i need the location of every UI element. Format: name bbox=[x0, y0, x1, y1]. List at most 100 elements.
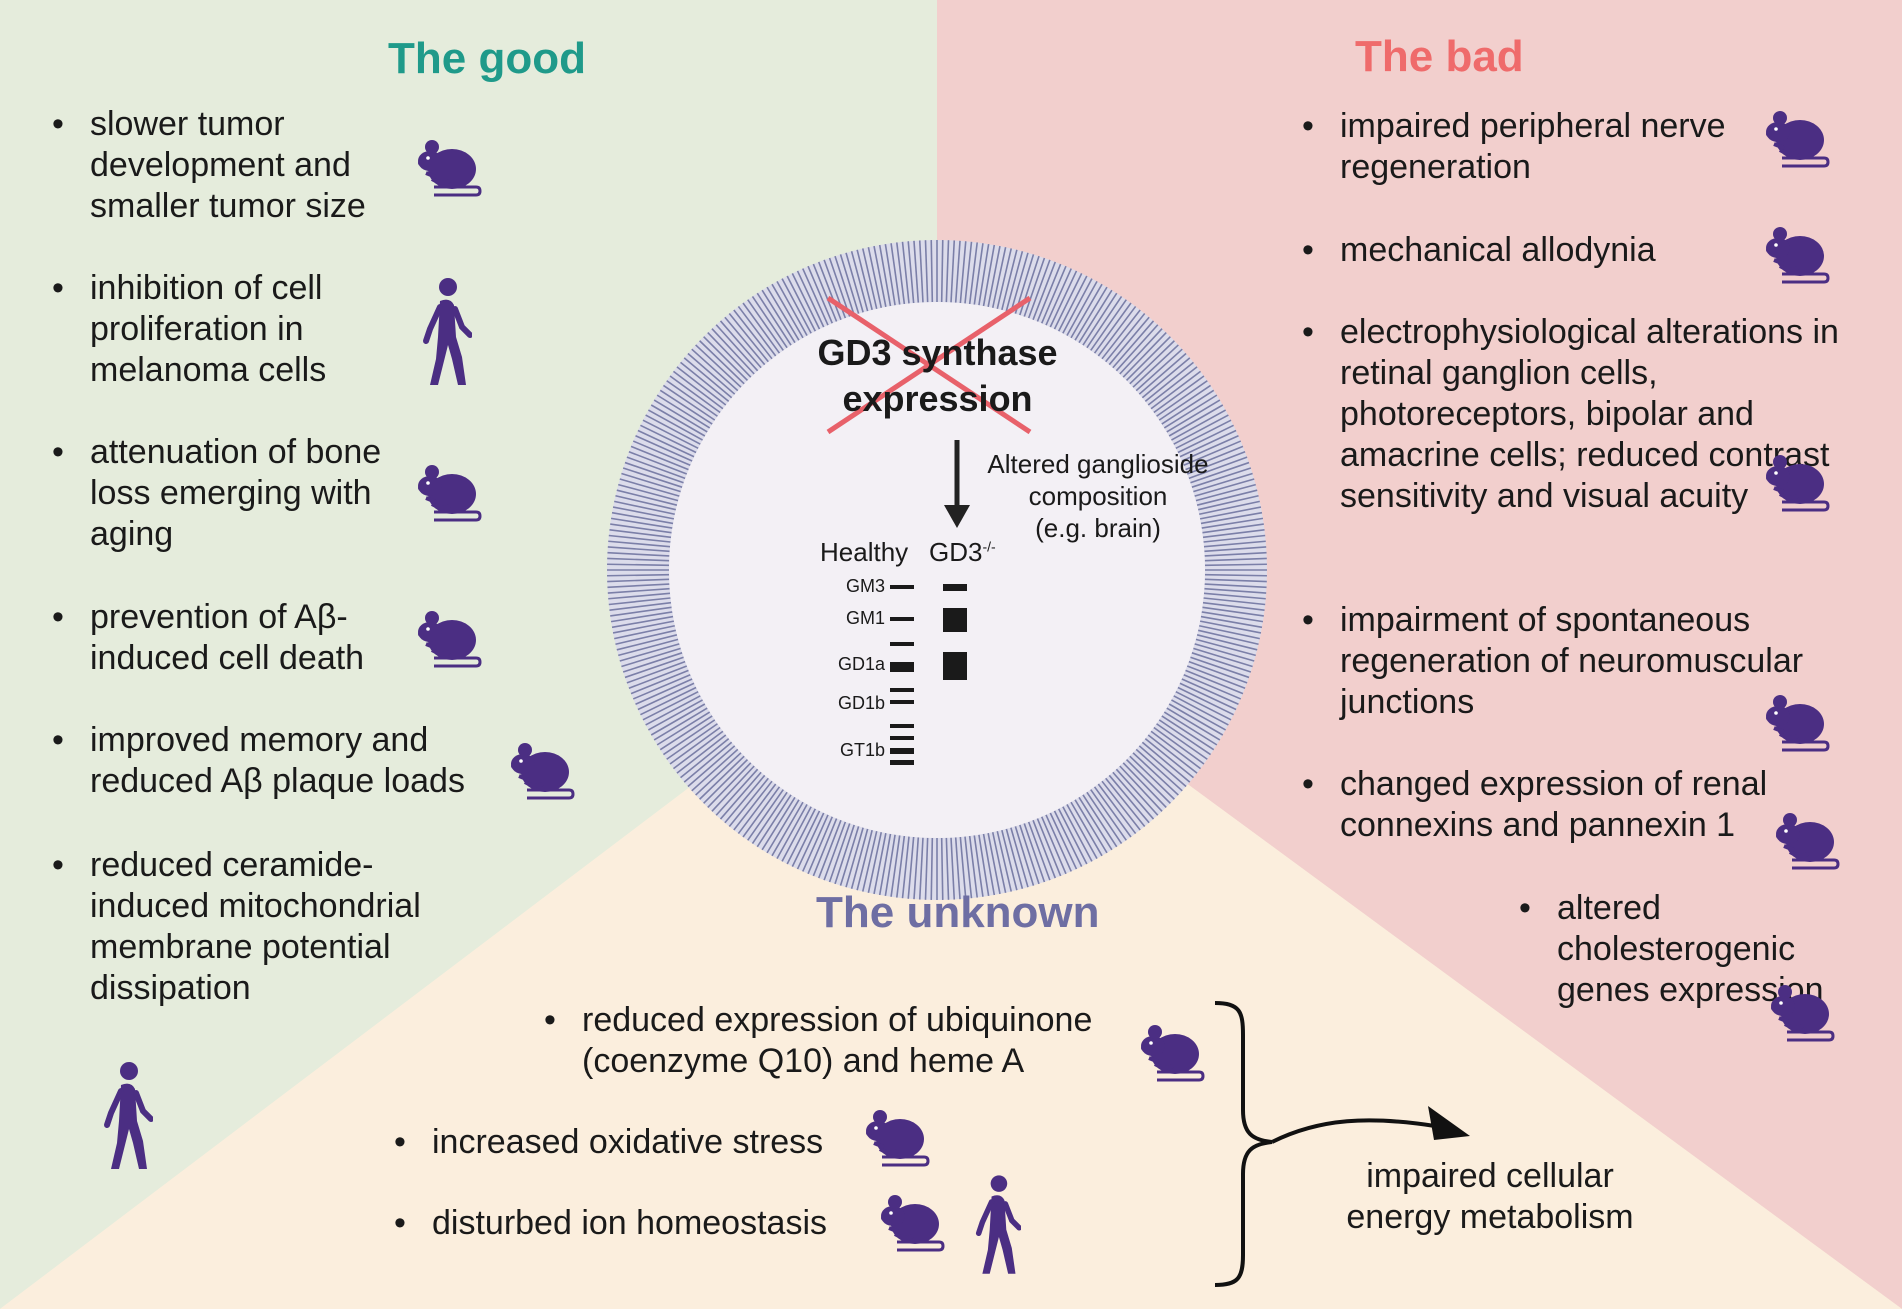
ring-hatch-line bbox=[1183, 440, 1242, 467]
ring-hatch-line bbox=[761, 289, 796, 344]
ring-hatch-line bbox=[715, 768, 759, 816]
ring-hatch-line bbox=[751, 295, 788, 349]
band-label-gd1a: GD1a bbox=[837, 654, 885, 674]
cross-line-2 bbox=[826, 295, 1032, 435]
ring-hatch-line bbox=[791, 273, 821, 330]
ring-hatch-line bbox=[703, 758, 749, 804]
band-label-gt1b: GT1b bbox=[839, 740, 885, 760]
lane-ko-text: GD3 bbox=[929, 537, 983, 567]
ring-hatch-line bbox=[1188, 660, 1248, 684]
ring-hatch-line bbox=[954, 240, 961, 303]
mouse-icon bbox=[505, 738, 575, 808]
bad-sector bbox=[937, 0, 1902, 1309]
ring-hatch-line bbox=[676, 734, 727, 774]
ring-hatch-line bbox=[1168, 404, 1224, 437]
ring-hatch-line bbox=[669, 375, 721, 414]
unknown-outcome: impaired cellular energy metabolism bbox=[1346, 1157, 1634, 1236]
ring-hatch-line bbox=[1097, 305, 1137, 357]
ring-hatch-line bbox=[978, 243, 990, 306]
ring-hatch-line bbox=[1132, 344, 1179, 388]
ring-hatch-line bbox=[766, 799, 800, 854]
ring-hatch-line bbox=[1010, 252, 1029, 313]
ring-hatch-line bbox=[834, 255, 855, 316]
ring-hatch-line bbox=[1057, 808, 1088, 865]
ring-hatch-line bbox=[802, 268, 829, 326]
arrow-text-line1: Altered ganglioside bbox=[987, 449, 1209, 479]
ring-hatch-line bbox=[839, 826, 860, 886]
band-label-gd1b: GD1b bbox=[837, 693, 885, 713]
ring-hatch-line bbox=[918, 240, 924, 303]
ring-hatch-line bbox=[1191, 652, 1252, 673]
ring-hatch-line bbox=[635, 435, 693, 462]
ring-hatch-line bbox=[1175, 419, 1232, 450]
ring-hatch-line bbox=[1129, 340, 1175, 385]
ring-hatch-line bbox=[1195, 483, 1256, 502]
ring-hatch-line bbox=[1177, 686, 1234, 716]
ring-hatch-line bbox=[1070, 283, 1103, 339]
ring-hatch-line bbox=[1173, 695, 1229, 726]
ring-hatch-line bbox=[669, 726, 721, 765]
bad-title: The bad bbox=[1355, 32, 1524, 81]
ring-hatch-line bbox=[610, 606, 672, 617]
ring-hatch-line bbox=[619, 643, 680, 662]
ring-hatch-line bbox=[659, 715, 713, 751]
ring-hatch-line bbox=[1005, 828, 1024, 889]
ring-hatch-line bbox=[776, 804, 808, 860]
ring-hatch-line bbox=[1204, 551, 1267, 557]
ring-hatch-line bbox=[615, 629, 677, 646]
ring-hatch-line bbox=[1202, 601, 1265, 612]
ring-hatch-line bbox=[878, 244, 892, 307]
ring-hatch-line bbox=[845, 252, 864, 313]
ring-hatch-line bbox=[1001, 829, 1018, 891]
ring-hatch-line bbox=[618, 638, 679, 657]
ring-hatch-line bbox=[1010, 827, 1029, 888]
ring-hatch-line bbox=[635, 678, 693, 705]
ring-hatch-line bbox=[786, 808, 817, 865]
bullet-good-4: • bbox=[52, 598, 64, 636]
ring-hatch-line bbox=[695, 752, 742, 796]
ring-hatch-line bbox=[1014, 826, 1035, 886]
good-item-1-text: slower tumor development and smaller tum… bbox=[90, 105, 366, 225]
ring-hatch-line bbox=[1202, 528, 1265, 539]
crossed-text-line1: GD3 synthase bbox=[817, 332, 1058, 373]
ring-hatch-line bbox=[642, 419, 699, 450]
ring-hatch-line bbox=[1129, 755, 1175, 800]
ring-hatch-line bbox=[1070, 801, 1103, 857]
ring-hatch-line bbox=[1082, 794, 1118, 848]
good-item-1: •slower tumor development and smaller tu… bbox=[52, 104, 410, 227]
arrow-caption: Altered ganglioside composition (e.g. br… bbox=[968, 448, 1228, 544]
ring-hatch-line bbox=[1086, 295, 1123, 349]
ring-hatch-line bbox=[776, 280, 808, 336]
ring-hatch-line bbox=[1057, 275, 1088, 332]
ring-hatch-line bbox=[630, 669, 689, 695]
unknown-item-3: •disturbed ion homeostasis bbox=[394, 1203, 872, 1244]
ring-hatch-line bbox=[621, 472, 681, 493]
ring-hatch-line bbox=[707, 762, 752, 808]
ring-hatch-line bbox=[607, 563, 670, 567]
ring-hatch-line bbox=[982, 833, 996, 896]
ring-hatch-line bbox=[607, 583, 670, 589]
ring-hatch-line bbox=[1101, 780, 1141, 831]
good-item-4-text: prevention of Aβ-induced cell death bbox=[90, 598, 365, 677]
ring-hatch-line bbox=[954, 837, 961, 900]
band-healthy-extra2 bbox=[890, 688, 914, 692]
ring-hatch-line bbox=[973, 835, 984, 897]
ring-hatch-line bbox=[945, 240, 950, 303]
ring-hatch-line bbox=[950, 837, 956, 900]
ring-hatch-line bbox=[968, 242, 979, 305]
ring-hatch-line bbox=[1190, 656, 1250, 679]
ring-hatch-line bbox=[1202, 606, 1264, 617]
ring-hatch-line bbox=[1193, 647, 1253, 668]
bad-item-2-text: mechanical allodynia bbox=[1340, 231, 1656, 269]
unknown-item-3-text: disturbed ion homeostasis bbox=[432, 1204, 828, 1242]
ring-hatch-line bbox=[1150, 730, 1202, 770]
bullet-unknown-2: • bbox=[394, 1123, 406, 1161]
ring-hatch-line bbox=[817, 261, 842, 321]
good-item-3-text: attenuation of bone loss emerging with a… bbox=[90, 433, 382, 553]
outcome-arrow-shaft bbox=[1271, 1118, 1436, 1144]
ring-hatch-line bbox=[1119, 765, 1163, 812]
ring-hatch-line bbox=[614, 500, 676, 516]
mouse-icon bbox=[1135, 1020, 1205, 1090]
ring-hatch-line bbox=[672, 370, 724, 410]
ring-hatch-line bbox=[1108, 316, 1150, 366]
